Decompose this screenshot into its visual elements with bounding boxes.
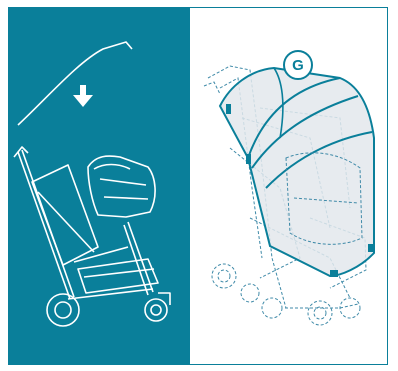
right-instruction-panel: G	[190, 7, 388, 365]
callout-g-badge: G	[284, 51, 312, 79]
left-instruction-panel	[8, 7, 190, 365]
stroller-icon	[14, 147, 170, 326]
stroller-side-illustration	[8, 7, 190, 365]
rain-cover-illustration: G	[190, 8, 388, 366]
callout-g-label: G	[292, 57, 304, 74]
rain-cover-icon	[220, 68, 374, 277]
down-arrow-icon	[73, 85, 93, 107]
canopy-bar-icon	[18, 42, 132, 125]
